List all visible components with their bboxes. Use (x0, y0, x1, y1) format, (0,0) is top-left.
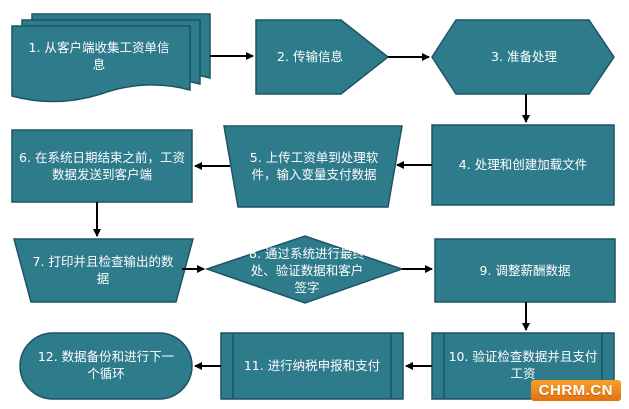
node-9-label: 9. 调整薪酬数据 (479, 262, 571, 278)
node-2-label: 2. 传输信息 (277, 48, 343, 64)
node-10-label: 10. 验证检查数据并且支付工资 (448, 349, 598, 381)
node-1-label: 1. 从客户端收集工资单信息 (28, 40, 170, 72)
node-5-label: 5. 上传工资单到处理软件，输入变量支付数据 (249, 150, 379, 182)
node-4-label: 4. 处理和创建加载文件 (458, 156, 588, 172)
node-8-label: 8. 通过系统进行最终处、验证数据和客户签字 (249, 245, 365, 295)
node-7-manual-operation (13, 238, 194, 303)
node-11-label: 11. 进行纳税申报和支付 (243, 357, 381, 373)
node-7-label: 7. 打印并且检查输出的数据 (32, 254, 174, 286)
node-11-predefined-process (220, 332, 404, 400)
node-4-rectangle (431, 124, 615, 206)
node-12-terminator (19, 332, 193, 400)
node-6-label: 6. 在系统日期结束之前，工资数据发送到客户端 (19, 150, 185, 182)
node-3-label: 3. 准备处理 (491, 48, 557, 64)
node-2-pentagon (255, 19, 390, 95)
node-1-multidocument (11, 13, 211, 103)
node-5-trapezoid (223, 125, 403, 208)
node-3-hexagon (431, 19, 615, 95)
node-12-label: 12. 数据备份和进行下一个循环 (37, 349, 175, 381)
site-watermark: CHRM.CN (530, 380, 621, 401)
node-6-rectangle (11, 129, 193, 203)
